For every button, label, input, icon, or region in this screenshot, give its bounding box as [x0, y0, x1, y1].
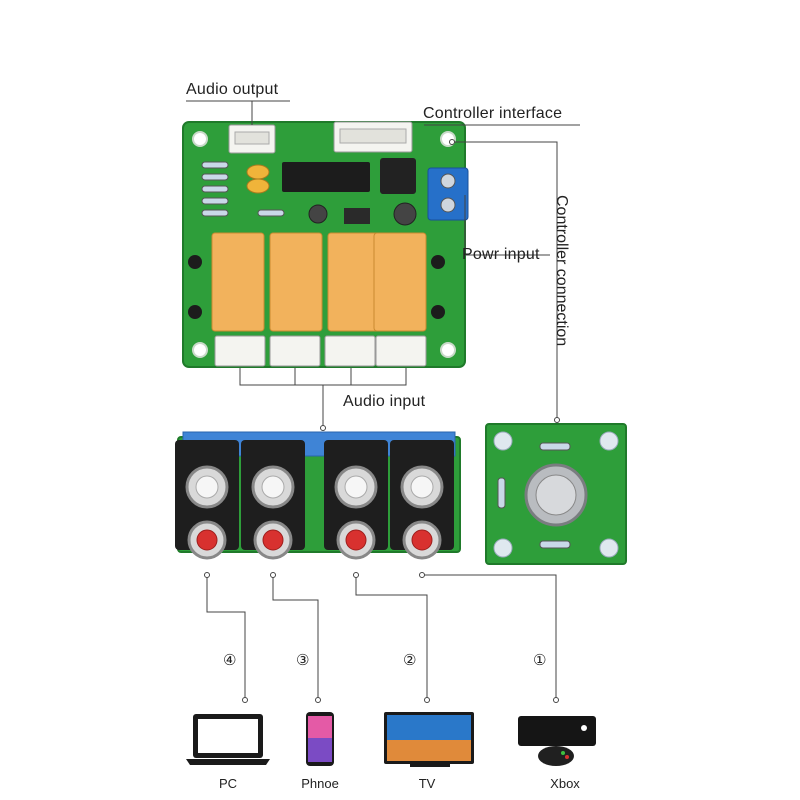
relay: [211, 232, 265, 332]
led: [599, 431, 619, 451]
resistor-bank: [201, 161, 285, 217]
device-label-pc: PC: [218, 776, 238, 791]
transistor: [431, 305, 445, 319]
controller-interface-label: Controller interface: [423, 105, 563, 122]
relay: [373, 232, 427, 332]
rca-jack-red: [187, 520, 442, 560]
relay: [327, 232, 381, 332]
electrolytic-capacitor: [393, 202, 417, 226]
mount-hole: [192, 342, 208, 358]
led: [493, 431, 513, 451]
mount-hole: [192, 131, 208, 147]
controller-board: [485, 423, 627, 565]
rca-jack-board: [175, 431, 461, 560]
diode: [344, 208, 370, 224]
power-input-label: Powr input: [462, 246, 540, 263]
resistor: [539, 442, 571, 451]
audio-output-label: Audio output: [186, 81, 279, 98]
channel-number-4: ④: [223, 651, 237, 669]
ic-chip: [282, 162, 370, 192]
controller-connection-label: Controller connection: [553, 195, 570, 347]
transistor: [431, 255, 445, 269]
laptop-icon: [186, 714, 270, 765]
led: [599, 538, 619, 558]
device-label-phone: Phnoe: [301, 776, 339, 791]
device-label-xbox: Xbox: [550, 776, 580, 791]
relay-board: [182, 121, 469, 368]
tv-icon: [384, 712, 474, 767]
rca-jack-white: [185, 465, 444, 509]
transistor: [188, 255, 202, 269]
game-console-icon: [518, 716, 596, 766]
capacitor: [246, 164, 270, 180]
power-terminal: [427, 167, 469, 221]
channel-number-1: ①: [533, 651, 547, 669]
smartphone-icon: [306, 712, 334, 766]
audio-input-label: Audio input: [343, 393, 426, 410]
transistor: [188, 305, 202, 319]
led: [493, 538, 513, 558]
resistor: [497, 477, 506, 509]
audio-input-connectors: [214, 335, 427, 367]
callout-lines: [186, 100, 580, 703]
resistor: [539, 540, 571, 549]
relay: [269, 232, 323, 332]
channel-number-2: ②: [403, 651, 417, 669]
regulator: [380, 158, 416, 194]
relay-row: [211, 232, 427, 332]
electrolytic-capacitor: [308, 204, 328, 224]
mount-hole: [440, 342, 456, 358]
channel-number-3: ③: [296, 651, 310, 669]
capacitor: [246, 178, 270, 194]
device-label-tv: TV: [418, 776, 436, 791]
